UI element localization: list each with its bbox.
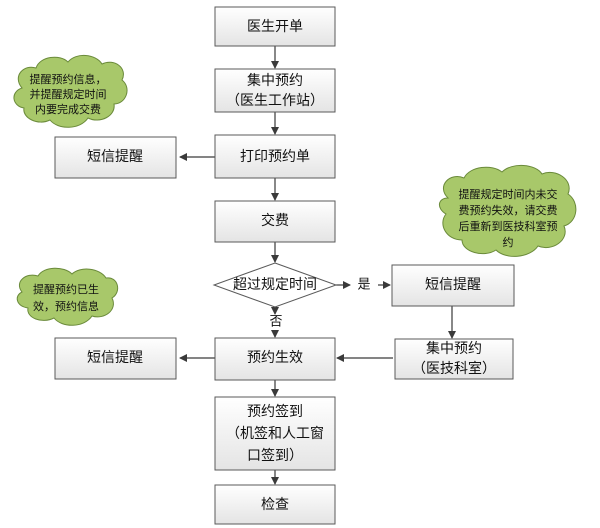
- node-sms-left-1: 短信提醒: [54, 136, 177, 179]
- node-checkin: 预约签到 （机签和人工窗 口签到）: [214, 396, 336, 471]
- node-sms-left-2-label: 短信提醒: [87, 350, 143, 366]
- node-payment-label: 交费: [261, 212, 289, 229]
- node-central-booking-1: 集中预约 （医生工作站）: [214, 68, 336, 113]
- edge-label-no: 否: [269, 315, 282, 330]
- note-2-line1: 提醒规定时间内未交: [459, 187, 558, 201]
- node-exam: 检查: [214, 484, 336, 525]
- node-central-booking-2-line2: （医技科室）: [412, 360, 496, 377]
- note-2-line4: 约: [503, 236, 514, 249]
- node-doctor-order-label: 医生开单: [247, 19, 303, 35]
- node-print-slip-label: 打印预约单: [240, 148, 310, 165]
- node-booking-effective: 预约生效: [214, 337, 336, 381]
- node-central-booking-2: 集中预约 （医技科室）: [394, 338, 514, 380]
- note-3-line1: 提醒预约已生: [33, 282, 99, 296]
- node-payment: 交费: [214, 200, 336, 243]
- edge-label-yes: 是: [357, 278, 370, 293]
- node-sms-left-1-label: 短信提醒: [87, 149, 143, 165]
- note-3-line2: 效，预约信息: [33, 299, 99, 313]
- note-cloud-3: 提醒预约已生 效，预约信息: [16, 267, 119, 326]
- node-booking-effective-label: 预约生效: [247, 350, 303, 366]
- note-2-line2: 费预约失效，请交费: [459, 203, 558, 217]
- node-timeout-decision-label: 超过规定时间: [233, 277, 317, 293]
- node-sms-left-2: 短信提醒: [54, 337, 177, 380]
- node-exam-label: 检查: [261, 497, 289, 513]
- note-2-line3: 后重新到医技科室预: [459, 219, 558, 233]
- connectors: [179, 46, 456, 485]
- node-print-slip: 打印预约单: [214, 134, 336, 179]
- note-1-line2: 并提醒规定时间: [30, 87, 107, 101]
- node-doctor-order: 医生开单: [214, 6, 336, 47]
- node-sms-right-label: 短信提醒: [425, 277, 481, 293]
- node-checkin-line3: 口签到）: [247, 447, 303, 464]
- note-1-line3: 内要完成交费: [35, 102, 101, 116]
- note-cloud-1: 提醒预约信息， 并提醒规定时间 内要完成交费: [13, 55, 128, 128]
- node-central-booking-2-line1: 集中预约: [426, 340, 482, 357]
- note-1-line1: 提醒预约信息，: [30, 72, 107, 86]
- node-checkin-line2: （机签和人工窗: [226, 425, 324, 442]
- node-central-booking-1-line2: （医生工作站）: [226, 93, 324, 109]
- node-sms-right: 短信提醒: [391, 264, 515, 307]
- note-cloud-2: 提醒规定时间内未交 费预约失效，请交费 后重新到医技科室预 约: [439, 165, 577, 257]
- node-central-booking-1-line1: 集中预约: [247, 72, 303, 89]
- node-timeout-decision: 超过规定时间: [212, 262, 338, 308]
- node-checkin-line1: 预约签到: [247, 403, 303, 420]
